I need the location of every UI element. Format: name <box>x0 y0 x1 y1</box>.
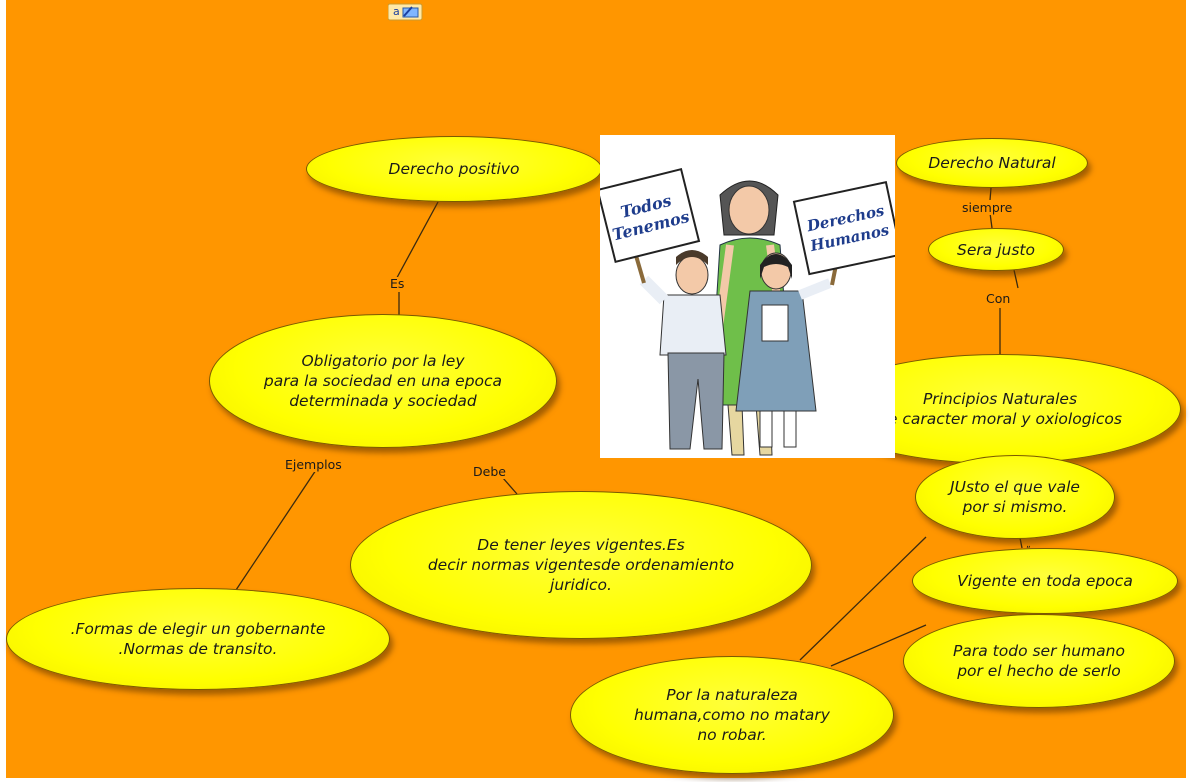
connector-lines <box>235 187 1023 667</box>
node-label: Obligatorio por la ley para la sociedad … <box>263 352 503 410</box>
node-justo-vale[interactable]: JUsto el que vale por si mismo. <box>915 455 1115 539</box>
tool-letter: a <box>393 5 400 18</box>
concept-map-canvas: Es Ejemplos Debe siempre Con „ Derecho p… <box>6 0 1186 778</box>
human-rights-illustration: Todos Tenemos Derechos Humanos <box>596 135 903 458</box>
connector-ejemplos <box>235 469 317 591</box>
node-obligatorio[interactable]: Obligatorio por la ley para la sociedad … <box>209 314 557 448</box>
node-para-todo[interactable]: Para todo ser humano por el hecho de ser… <box>903 614 1175 708</box>
node-formas[interactable]: .Formas de elegir un gobernante .Normas … <box>6 588 390 690</box>
connector-siempre <box>989 187 992 201</box>
connector-naturaleza-b <box>830 624 927 667</box>
node-derecho-positivo[interactable]: Derecho positivo <box>306 136 602 202</box>
node-vigente[interactable]: Vigente en toda epoca <box>912 548 1178 614</box>
connector-con <box>1013 269 1019 289</box>
node-label: .Formas de elegir un gobernante .Normas … <box>70 620 326 658</box>
connector-vigente <box>1019 537 1023 549</box>
node-label: Por la naturaleza humana,como no matary … <box>634 686 830 744</box>
connector-naturaleza-a <box>799 536 927 661</box>
node-label: Derecho Natural <box>928 154 1056 172</box>
node-label: Sera justo <box>957 240 1035 259</box>
text-edit-icon[interactable]: a <box>387 3 424 21</box>
node-sera-justo[interactable]: Sera justo <box>928 228 1064 271</box>
node-label: Para todo ser humano por el hecho de ser… <box>953 642 1125 680</box>
node-naturaleza[interactable]: Por la naturaleza humana,como no matary … <box>570 656 894 774</box>
node-label: Vigente en toda epoca <box>957 572 1133 590</box>
node-label: JUsto el que vale por si mismo. <box>950 478 1080 516</box>
link-label-ejemplos: Ejemplos <box>283 457 344 472</box>
connector-es <box>392 201 439 286</box>
node-label: De tener leyes vigentes.Es decir normas … <box>427 536 735 594</box>
node-derecho-natural[interactable]: Derecho Natural <box>896 138 1088 188</box>
link-label-comma: „ <box>1024 538 1033 552</box>
link-label-con: Con <box>984 291 1013 306</box>
link-label-siempre: siempre <box>960 200 1015 215</box>
link-label-debe: Debe <box>471 464 508 479</box>
link-label-es: Es <box>388 276 407 291</box>
connector-siempre-2 <box>989 212 993 229</box>
node-leyes-vigentes[interactable]: De tener leyes vigentes.Es decir normas … <box>350 491 812 639</box>
node-label: Principios Naturales de caracter moral y… <box>878 390 1122 428</box>
node-label: Derecho positivo <box>388 160 520 178</box>
